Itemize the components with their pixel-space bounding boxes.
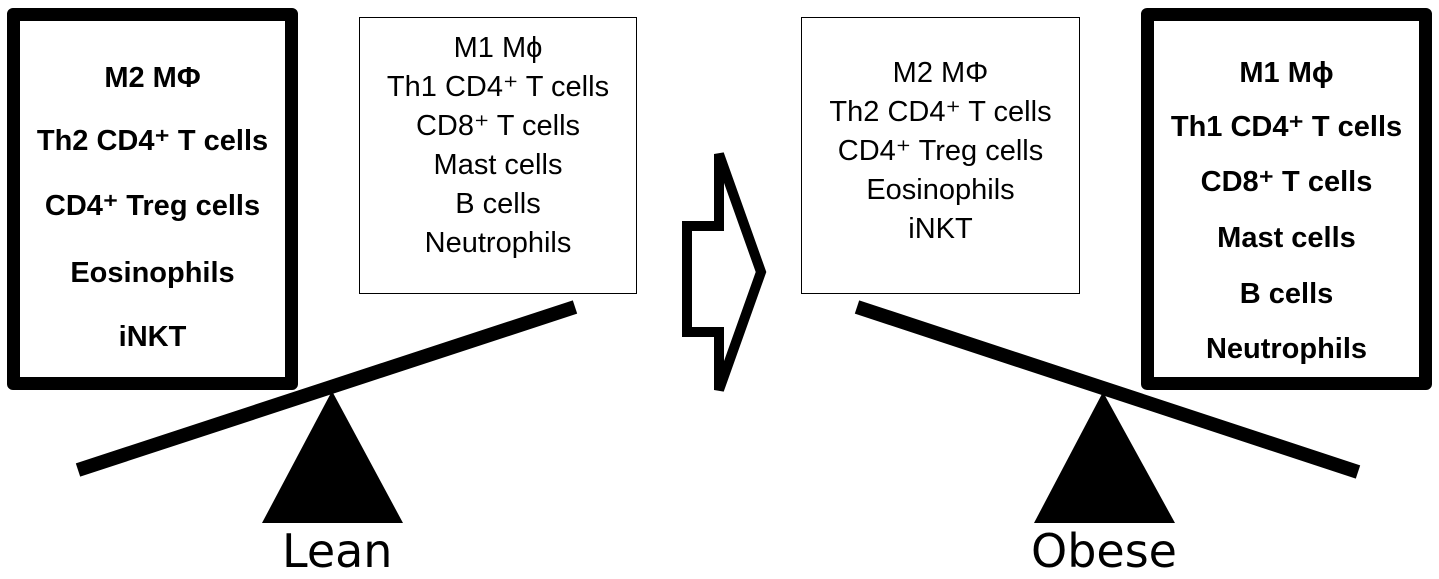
obese-fulcrum	[1034, 392, 1175, 523]
cell-type-label: M1 Mϕ	[1239, 57, 1334, 89]
cell-type-label: M1 Mϕ	[453, 32, 543, 64]
cell-type-label: M2 MΦ	[892, 57, 989, 89]
lean-fulcrum	[262, 391, 403, 523]
obese-anti-inflammatory-box: M2 MΦ Th2 CD4⁺ T cells CD4⁺ Treg cells E…	[801, 17, 1080, 294]
obese-pro-inflammatory-box: M1 Mϕ Th1 CD4⁺ T cells CD8⁺ T cells Mast…	[1141, 8, 1432, 390]
cell-type-label: CD8⁺ T cells	[415, 110, 581, 142]
cell-type-label: Th2 CD4⁺ T cells	[829, 96, 1052, 128]
cell-type-label: CD4⁺ Treg cells	[837, 135, 1044, 167]
cell-type-label: iNKT	[908, 213, 973, 245]
cell-type-label: B cells	[455, 188, 541, 220]
cell-type-label: iNKT	[118, 321, 187, 353]
cell-type-label: Th2 CD4⁺ T cells	[36, 125, 269, 157]
lean-anti-inflammatory-box: M2 MΦ Th2 CD4⁺ T cells CD4⁺ Treg cells E…	[7, 8, 298, 390]
obese-caption: Obese	[1031, 524, 1177, 578]
transition-arrow-icon	[682, 152, 767, 392]
cell-type-label: Eosinophils	[866, 174, 1015, 206]
cell-type-label: M2 MΦ	[104, 62, 201, 94]
lean-pro-inflammatory-list: M1 Mϕ Th1 CD4⁺ T cells CD8⁺ T cells Mast…	[360, 29, 636, 263]
cell-type-label: Mast cells	[1217, 222, 1356, 254]
lean-pro-inflammatory-box: M1 Mϕ Th1 CD4⁺ T cells CD8⁺ T cells Mast…	[359, 17, 637, 294]
cell-type-label: CD4⁺ Treg cells	[44, 190, 261, 222]
cell-type-label: CD8⁺ T cells	[1200, 166, 1373, 198]
lean-caption: Lean	[282, 524, 393, 578]
cell-type-label: B cells	[1239, 278, 1334, 310]
cell-type-label: Neutrophils	[1205, 333, 1368, 365]
lean-balance-beam	[75, 300, 578, 477]
cell-type-label: Neutrophils	[424, 227, 572, 259]
cell-type-label: Th1 CD4⁺ T cells	[1170, 111, 1403, 143]
cell-type-label: Eosinophils	[70, 257, 235, 289]
cell-type-label: Th1 CD4⁺ T cells	[386, 71, 610, 103]
cell-type-label: Mast cells	[433, 149, 563, 181]
obese-anti-inflammatory-list: M2 MΦ Th2 CD4⁺ T cells CD4⁺ Treg cells E…	[802, 54, 1079, 249]
obese-balance-beam	[854, 300, 1361, 479]
